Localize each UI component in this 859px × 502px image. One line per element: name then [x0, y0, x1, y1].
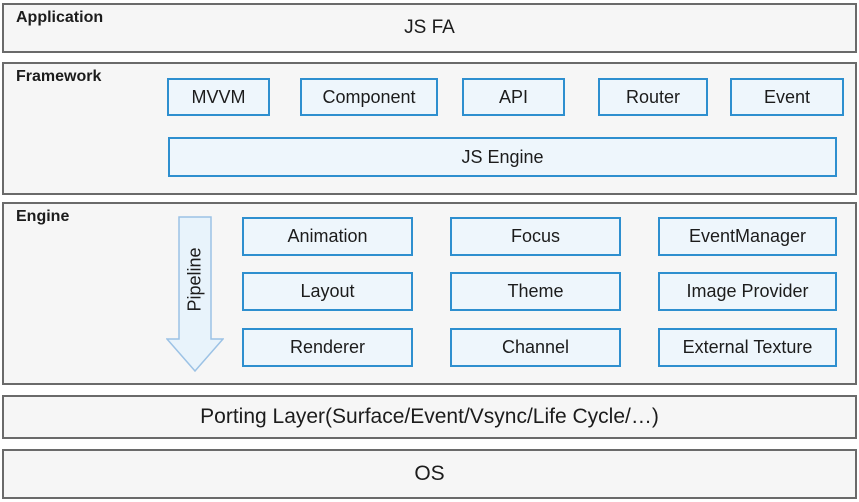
layer-os: OS	[2, 449, 857, 499]
engine-box-image-provider: Image Provider	[658, 272, 837, 311]
framework-box-event: Event	[730, 78, 844, 116]
engine-box-focus: Focus	[450, 217, 621, 256]
engine-box-layout: Layout	[242, 272, 413, 311]
layer-engine: Engine Pipeline Animation Focus EventMan…	[2, 202, 857, 385]
framework-layer-label: Framework	[16, 68, 102, 85]
engine-box-renderer: Renderer	[242, 328, 413, 367]
porting-layer-title: Porting Layer(Surface/Event/Vsync/Life C…	[200, 405, 659, 428]
framework-box-js-engine: JS Engine	[168, 137, 837, 177]
engine-box-external-texture: External Texture	[658, 328, 837, 367]
engine-box-animation: Animation	[242, 217, 413, 256]
framework-box-component: Component	[300, 78, 438, 116]
layer-porting: Porting Layer(Surface/Event/Vsync/Life C…	[2, 395, 857, 439]
os-title: OS	[414, 462, 445, 485]
layer-application: Application JS FA	[2, 3, 857, 53]
pipeline-down-arrow-icon	[166, 216, 224, 372]
framework-box-api: API	[462, 78, 565, 116]
engine-layer-label: Engine	[16, 208, 70, 225]
engine-box-theme: Theme	[450, 272, 621, 311]
engine-box-channel: Channel	[450, 328, 621, 367]
application-layer-label: Application	[16, 9, 104, 26]
layer-framework: Framework MVVM Component API Router Even…	[2, 62, 857, 195]
engine-box-eventmanager: EventManager	[658, 217, 837, 256]
framework-box-router: Router	[598, 78, 708, 116]
framework-box-mvvm: MVVM	[167, 78, 270, 116]
application-title: JS FA	[404, 17, 455, 38]
